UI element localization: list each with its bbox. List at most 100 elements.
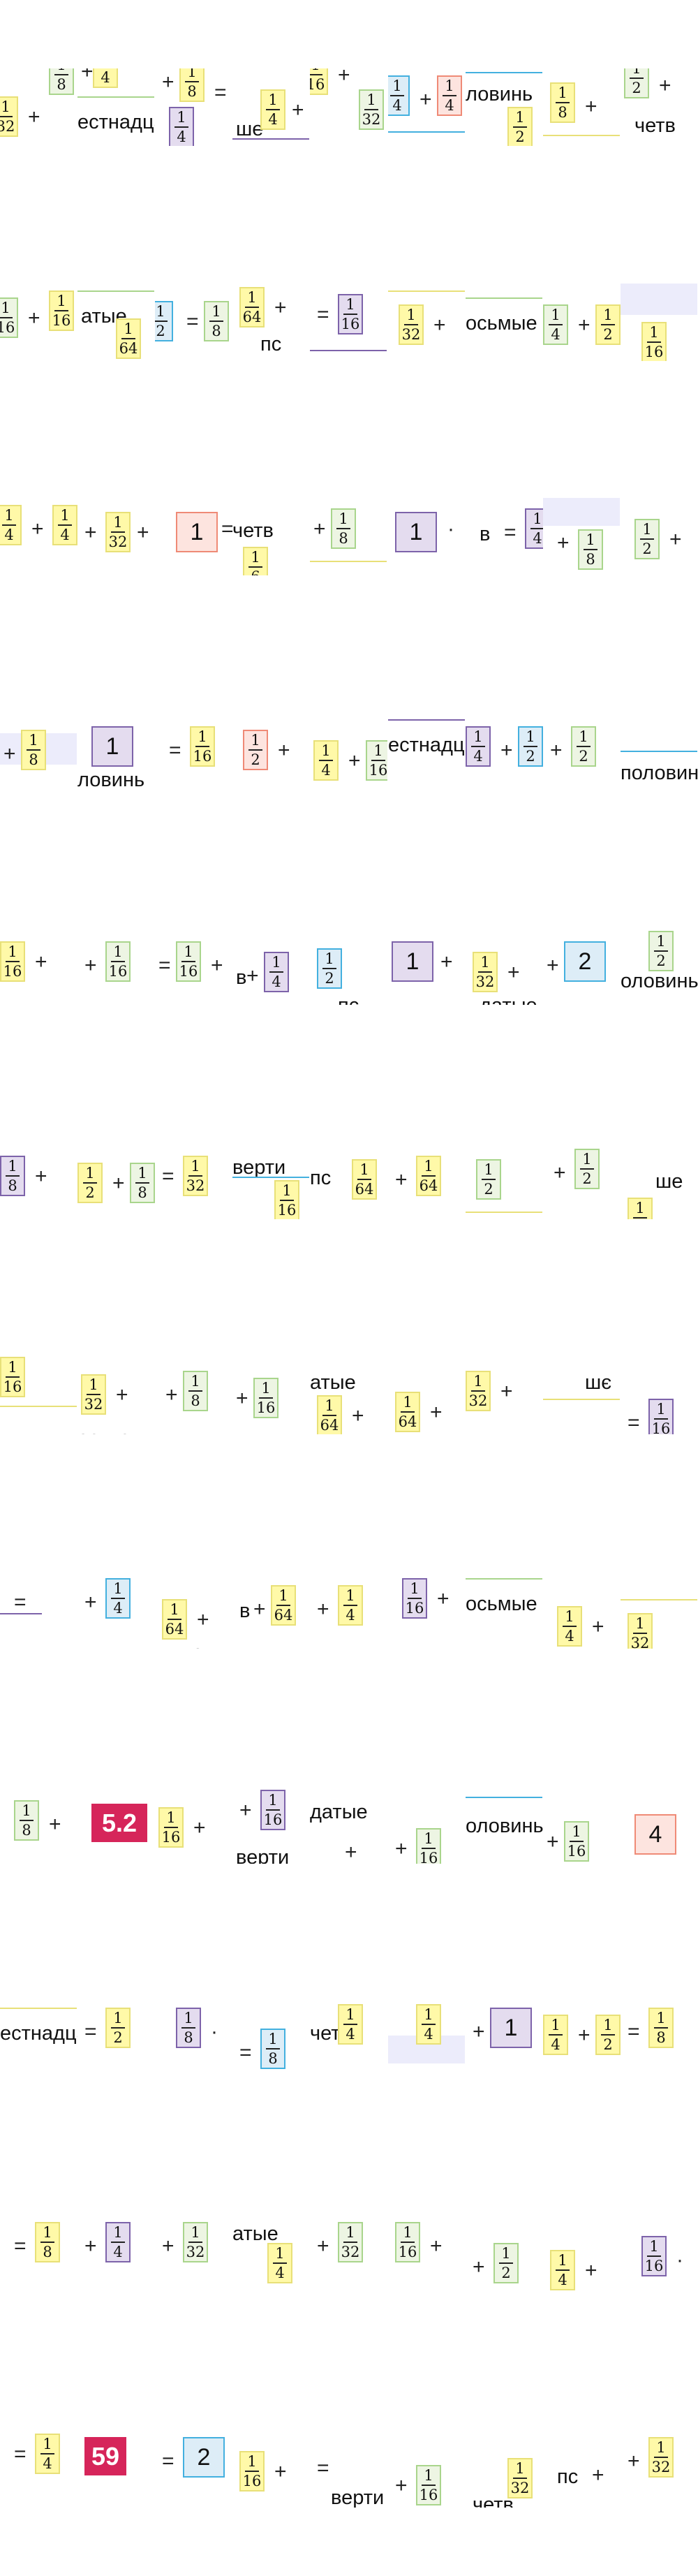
operator-sign: = (214, 81, 227, 104)
underline-brace (0, 1613, 42, 1614)
operator-sign: + (338, 68, 350, 87)
fraction-numerator: 1 (29, 732, 38, 749)
word-fragment: верти (232, 1156, 286, 1179)
operator-sign: · (211, 2020, 218, 2043)
fraction-bar (471, 1390, 485, 1392)
operator-sign: + (430, 2235, 443, 2258)
fraction-denominator: 16 (3, 1378, 22, 1395)
fraction-numerator: 1 (85, 1165, 95, 1182)
fraction-bar (343, 2242, 357, 2243)
fraction-numerator: 1 (251, 732, 260, 749)
collage-tile: естнадц (388, 712, 466, 790)
whole-number-box: 1 (392, 941, 433, 982)
fraction-denominator: 16 (52, 312, 71, 329)
fraction-numerator: 1 (282, 1182, 292, 1199)
collage-tile: половинь (621, 712, 698, 790)
word-fragment: в (480, 523, 491, 545)
fraction-numerator: 1 (113, 514, 123, 531)
fraction-numerator: 1 (582, 1151, 592, 1168)
fraction-bar (181, 961, 195, 962)
fraction-denominator: 8 (29, 751, 38, 768)
collage-tile: 1= (155, 498, 232, 575)
underline-brace (232, 138, 309, 140)
fraction-bar (209, 321, 223, 322)
fraction-numerator: 1 (191, 1373, 200, 1390)
fraction-bar (6, 1175, 20, 1177)
operator-sign: + (253, 1598, 266, 1621)
fraction-denominator: 64 (165, 1621, 184, 1637)
operator-sign: + (197, 1608, 209, 1631)
fraction-bar (422, 1848, 436, 1849)
fraction-numerator: 1 (43, 2436, 52, 2452)
fraction-bar (513, 2478, 527, 2479)
fraction-bar (601, 2034, 615, 2036)
fraction-denominator: 4 (558, 2272, 567, 2288)
fraction-numerator: 1 (268, 1792, 278, 1809)
fraction-bar (654, 2457, 668, 2458)
fraction-numerator: 1 (325, 1397, 334, 1414)
fraction-bar (633, 1217, 647, 1219)
operator-sign: + (557, 531, 570, 554)
fraction-bar (40, 2453, 54, 2454)
fraction-denominator: 2 (85, 1184, 95, 1201)
fraction-numerator: 1 (346, 1587, 355, 1604)
operator-sign: + (430, 1401, 443, 1424)
fraction-denominator: 16 (567, 1843, 586, 1860)
fraction-denominator: 4 (101, 69, 110, 86)
fraction-bar (269, 971, 283, 973)
fraction-numerator: 1 (558, 2252, 567, 2269)
fraction-bar (83, 1182, 97, 1184)
fraction-denominator: 2 (251, 751, 260, 768)
fraction-numerator: 1 (57, 293, 66, 309)
fraction-numerator: 1 (424, 2006, 433, 2023)
fraction-denominator: 16 (651, 1420, 671, 1434)
word-fragment: ше (236, 118, 264, 140)
fraction-numerator: 1 (473, 728, 483, 745)
word-fragment: четв (634, 115, 676, 137)
operator-sign: + (352, 1404, 364, 1427)
word-fragment: ловинь (77, 769, 145, 790)
fraction-numerator: 1 (373, 742, 383, 759)
operator-sign: = (628, 1411, 640, 1434)
operator-sign: + (84, 521, 97, 544)
operator-sign: + (547, 954, 559, 977)
fraction-bar (577, 746, 591, 747)
fraction-denominator: 32 (630, 1635, 650, 1649)
fraction-denominator: 4 (321, 762, 331, 779)
fraction-denominator: 32 (186, 2244, 205, 2260)
fraction-numerator: 1 (113, 2224, 123, 2241)
fraction-bar (401, 1411, 415, 1413)
fraction-bar (310, 74, 322, 75)
collage-tile: 132+18 (0, 68, 77, 146)
operator-sign: + (440, 950, 453, 973)
fraction-numerator: 1 (359, 1161, 369, 1178)
fraction-bar (408, 1598, 422, 1599)
